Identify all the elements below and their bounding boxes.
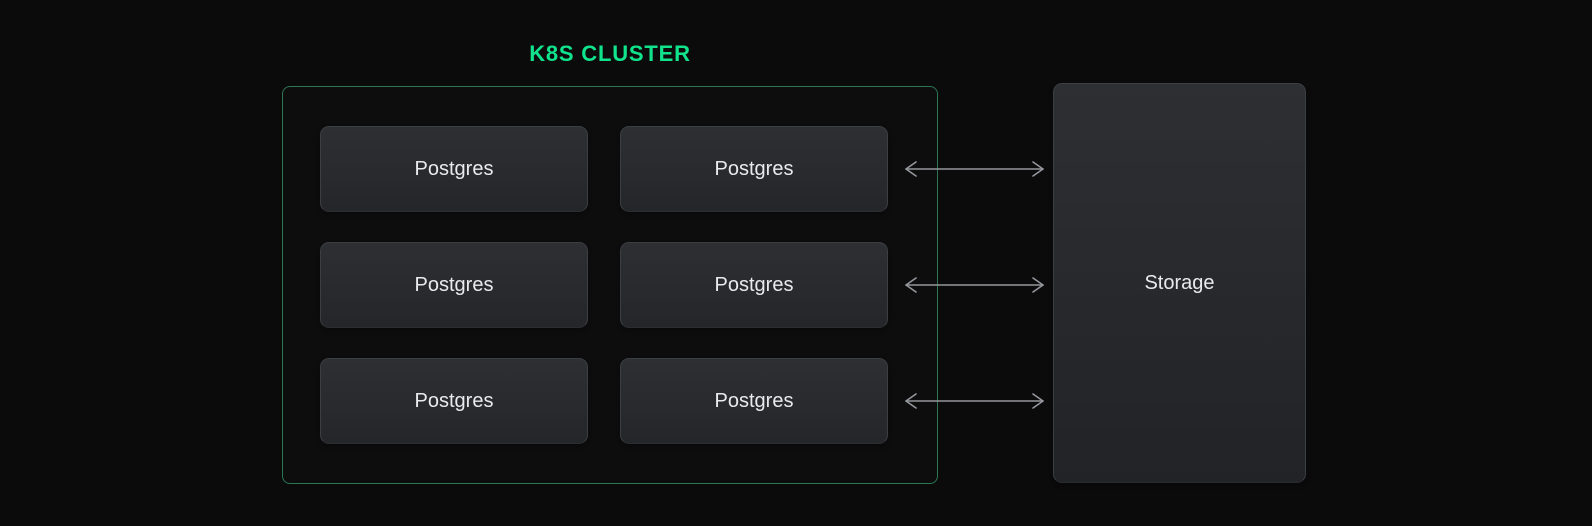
postgres-node-label: Postgres: [414, 389, 494, 412]
postgres-node: Postgres: [320, 242, 588, 328]
storage-label: Storage: [1144, 271, 1215, 294]
postgres-node: Postgres: [320, 126, 588, 212]
postgres-node: Postgres: [620, 242, 888, 328]
postgres-node-label: Postgres: [414, 157, 494, 180]
postgres-node: Postgres: [320, 358, 588, 444]
postgres-node-label: Postgres: [414, 273, 494, 296]
storage-box: Storage: [1053, 83, 1306, 483]
cluster-title: K8S CLUSTER: [529, 41, 691, 66]
postgres-node: Postgres: [620, 358, 888, 444]
postgres-node-label: Postgres: [714, 273, 794, 296]
postgres-node: Postgres: [620, 126, 888, 212]
postgres-node-label: Postgres: [714, 157, 794, 180]
postgres-node-label: Postgres: [714, 389, 794, 412]
